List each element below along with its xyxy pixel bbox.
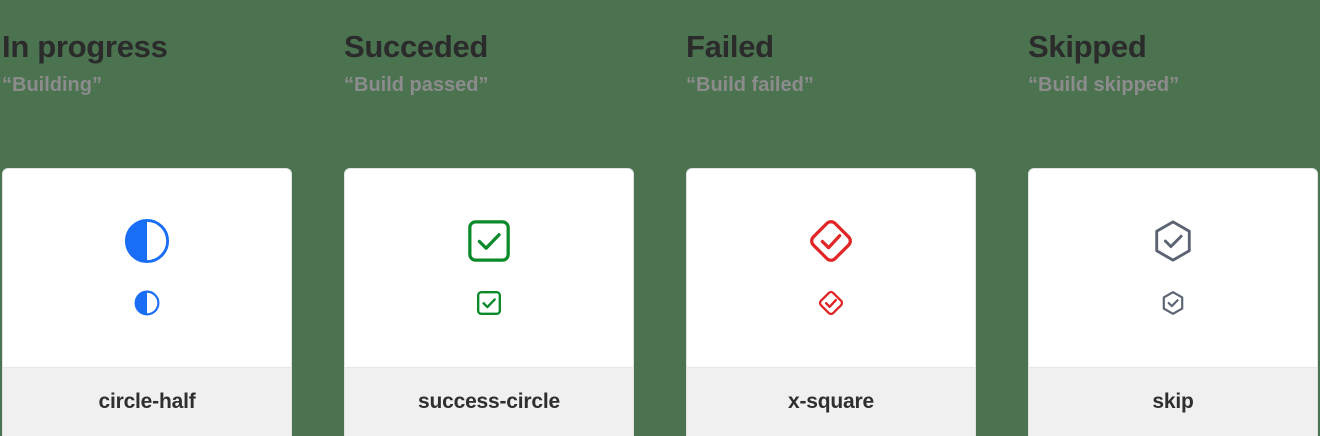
column-title: Skipped (1028, 29, 1147, 64)
column-subtitle: “Building” (2, 74, 102, 96)
column-subtitle: “Build passed” (344, 74, 489, 96)
column-succeded: Succeded “Build passed” success-circle (342, 0, 684, 436)
circle-half-icon-small (134, 290, 160, 316)
column-subtitle: “Build failed” (686, 74, 814, 96)
x-square-icon-small (818, 290, 844, 316)
column-failed: Failed “Build failed” x-squ (684, 0, 1026, 436)
column-header: Failed “Build failed” (684, 0, 1026, 98)
column-header: In progress “Building” (0, 0, 342, 98)
column-title: Succeded (344, 29, 489, 64)
icon-card-circle-half[interactable]: circle-half (2, 168, 292, 436)
column-subtitle: “Build skipped” (1028, 74, 1180, 96)
icon-name-footer: success-circle (345, 367, 633, 436)
column-in-progress: In progress “Building” circle-half (0, 0, 342, 436)
icon-name-label: circle-half (98, 390, 196, 413)
success-circle-icon-small (476, 290, 502, 316)
icon-card-success-circle[interactable]: success-circle (344, 168, 634, 436)
icon-preview-area (345, 169, 633, 367)
column-title: In progress (2, 29, 168, 64)
column-title: Failed (686, 29, 774, 64)
icon-preview-area (687, 169, 975, 367)
icon-preview-area (3, 169, 291, 367)
icon-name-footer: skip (1029, 367, 1317, 436)
skip-icon-large (1155, 220, 1191, 262)
icon-name-footer: x-square (687, 367, 975, 436)
icon-preview-area (1029, 169, 1317, 367)
icon-name-label: x-square (788, 390, 874, 413)
x-square-icon-large (810, 220, 852, 262)
icon-name-label: success-circle (418, 390, 560, 413)
icon-card-x-square[interactable]: x-square (686, 168, 976, 436)
icon-name-footer: circle-half (3, 367, 291, 436)
circle-half-icon-large (124, 218, 170, 264)
column-skipped: Skipped “Build skipped” skip (1026, 0, 1320, 436)
column-header: Skipped “Build skipped” (1026, 0, 1320, 98)
icon-card-skip[interactable]: skip (1028, 168, 1318, 436)
skip-icon-small (1162, 291, 1184, 315)
icon-name-label: skip (1152, 390, 1194, 413)
success-circle-icon-large (468, 220, 510, 262)
column-header: Succeded “Build passed” (342, 0, 684, 98)
